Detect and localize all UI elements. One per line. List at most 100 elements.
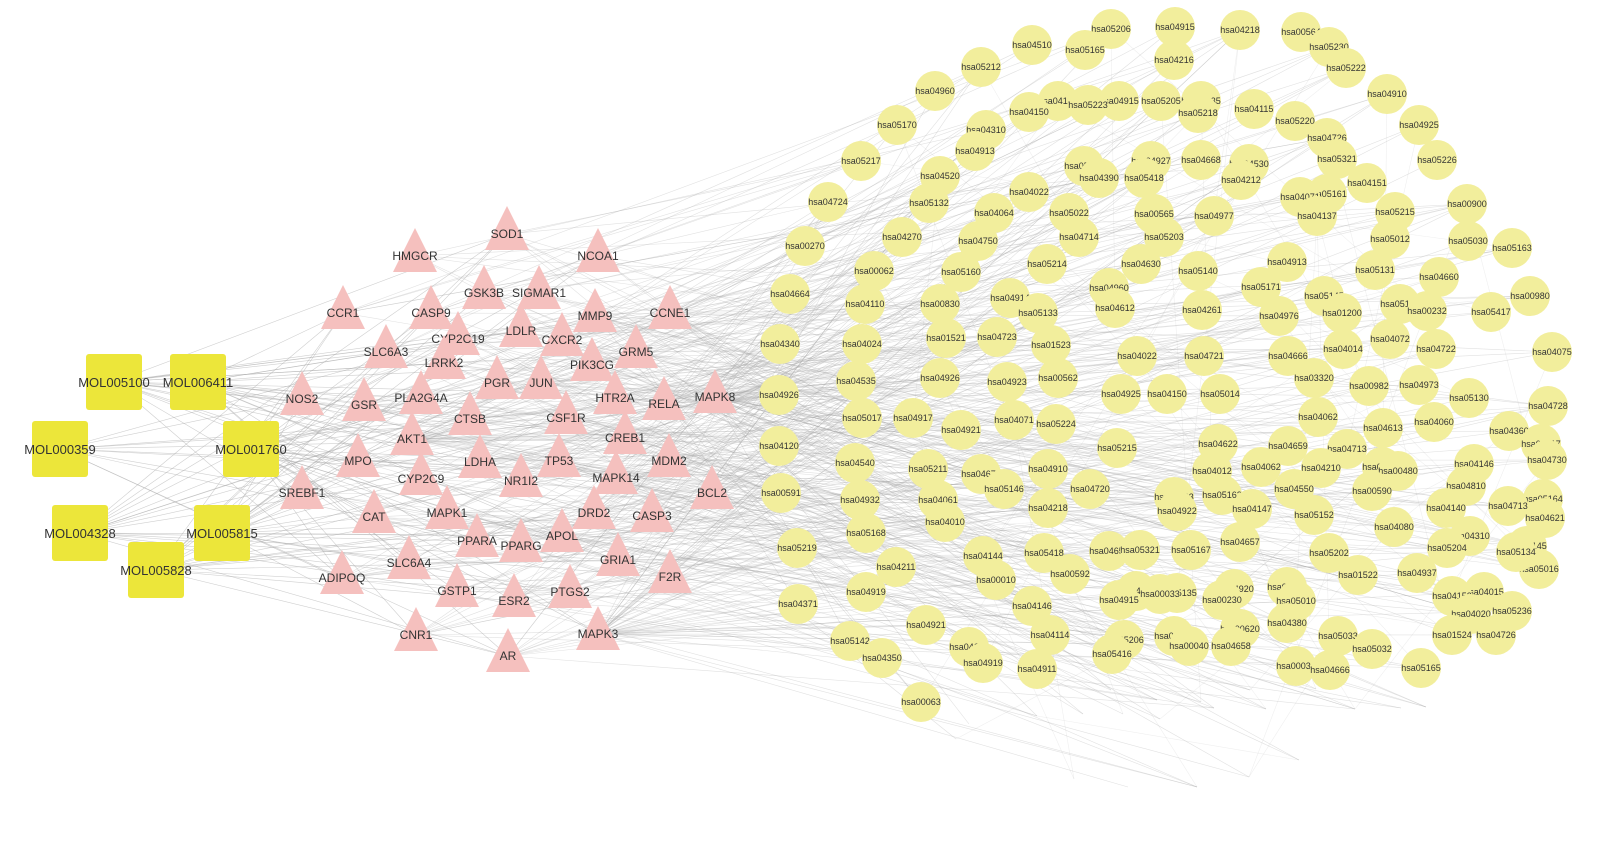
pathway-node[interactable]: hsa05032 [1352, 629, 1392, 669]
target-node[interactable]: GSR [342, 377, 386, 421]
target-node[interactable]: PPARA [455, 513, 499, 557]
pathway-node[interactable]: hsa04060 [1414, 402, 1454, 442]
pathway-node[interactable]: hsa04728 [1528, 386, 1568, 426]
target-node[interactable]: CCR1 [321, 285, 365, 329]
pathway-node[interactable]: hsa04210 [1301, 448, 1341, 488]
target-node[interactable]: PPARG [499, 518, 543, 562]
pathway-node[interactable]: hsa00980 [1510, 276, 1550, 316]
pathway-node[interactable]: hsa04212 [1221, 160, 1261, 200]
target-node[interactable]: JUN [519, 355, 563, 399]
pathway-node[interactable]: hsa05416 [1092, 634, 1132, 674]
pathway-node[interactable]: hsa04612 [1095, 288, 1135, 328]
pathway-node[interactable]: hsa05417 [1471, 292, 1511, 332]
target-node[interactable]: CYP2C9 [398, 451, 445, 495]
pathway-node[interactable]: hsa00830 [920, 284, 960, 324]
target-node[interactable]: MDM2 [647, 433, 691, 477]
pathway-node[interactable]: hsa04390 [1079, 158, 1119, 198]
pathway-node[interactable]: hsa04360 [1489, 411, 1529, 451]
target-node[interactable]: F2R [648, 549, 692, 593]
pathway-node[interactable]: hsa04062 [1298, 397, 1338, 437]
pathway-node[interactable]: hsa04120 [759, 426, 799, 466]
pathway-node[interactable]: hsa04151 [1347, 163, 1387, 203]
pathway-node[interactable]: hsa00900 [1447, 184, 1487, 224]
pathway-node[interactable]: hsa04211 [876, 547, 916, 587]
pathway-node[interactable]: hsa04915 [1155, 7, 1195, 47]
pathway-node[interactable]: hsa04261 [1182, 290, 1222, 330]
pathway-node[interactable]: hsa04218 [1028, 488, 1068, 528]
pathway-node[interactable]: hsa05217 [841, 141, 881, 181]
pathway-node[interactable]: hsa04926 [759, 375, 799, 415]
target-node[interactable]: SOD1 [485, 206, 529, 250]
pathway-node[interactable]: hsa05132 [909, 183, 949, 223]
pathway-node[interactable]: hsa05165 [1401, 648, 1441, 688]
molecule-node[interactable]: MOL005815 [186, 505, 258, 561]
pathway-node[interactable]: hsa00590 [1352, 471, 1392, 511]
target-node[interactable]: CCNE1 [648, 285, 692, 329]
pathway-node[interactable]: hsa05212 [961, 47, 1001, 87]
pathway-node[interactable]: hsa04919 [846, 572, 886, 612]
pathway-node[interactable]: hsa04072 [1370, 319, 1410, 359]
molecule-node[interactable]: MOL004328 [44, 505, 116, 561]
pathway-node[interactable]: hsa04926 [920, 358, 960, 398]
pathway-node[interactable]: hsa04923 [987, 362, 1027, 402]
pathway-node[interactable]: hsa04922 [1157, 491, 1197, 531]
target-node[interactable]: HTR2A [593, 370, 637, 414]
pathway-node[interactable]: hsa05203 [1144, 217, 1184, 257]
target-node[interactable]: SLC6A3 [364, 324, 409, 368]
pathway-node[interactable]: hsa05215 [1097, 428, 1137, 468]
pathway-node[interactable]: hsa05218 [1178, 93, 1218, 133]
pathway-node[interactable]: hsa04024 [842, 324, 882, 364]
pathway-node[interactable]: hsa04915 [1099, 580, 1139, 620]
pathway-node[interactable]: hsa05131 [1355, 250, 1395, 290]
pathway-node[interactable]: hsa04915 [1099, 81, 1139, 121]
pathway-node[interactable]: hsa00033 [1140, 574, 1180, 614]
molecule-node[interactable]: MOL000359 [24, 421, 96, 477]
pathway-node[interactable]: hsa05134 [1496, 532, 1536, 572]
pathway-node[interactable]: hsa04613 [1363, 408, 1403, 448]
pathway-node[interactable]: hsa04911 [1017, 649, 1057, 689]
pathway-node[interactable]: hsa04750 [958, 221, 998, 261]
pathway-node[interactable]: hsa00592 [1050, 554, 1090, 594]
pathway-node[interactable]: hsa01522 [1338, 555, 1378, 595]
pathway-node[interactable]: hsa05163 [1492, 228, 1532, 268]
pathway-node[interactable]: hsa04540 [835, 443, 875, 483]
pathway-node[interactable]: hsa04380 [1267, 603, 1307, 643]
pathway-node[interactable]: hsa04668 [1181, 140, 1221, 180]
pathway-node[interactable]: hsa05030 [1448, 221, 1488, 261]
target-node[interactable]: CREB1 [603, 410, 647, 454]
pathway-node[interactable]: hsa05223 [1068, 85, 1108, 125]
pathway-node[interactable]: hsa04913 [955, 131, 995, 171]
pathway-node[interactable]: hsa04660 [1419, 257, 1459, 297]
pathway-node[interactable]: hsa05321 [1317, 139, 1357, 179]
target-node[interactable]: AR [486, 628, 530, 672]
pathway-node[interactable]: hsa04659 [1268, 426, 1308, 466]
pathway-node[interactable]: hsa05142 [830, 621, 870, 661]
pathway-node[interactable]: hsa05202 [1309, 533, 1349, 573]
target-node[interactable]: GSK3B [462, 265, 506, 309]
pathway-node[interactable]: hsa04910 [1367, 74, 1407, 114]
target-node[interactable]: CXCR2 [540, 312, 584, 356]
target-node[interactable]: GSTP1 [435, 563, 479, 607]
pathway-node[interactable]: hsa05214 [1027, 244, 1067, 284]
pathway-node[interactable]: hsa04960 [915, 71, 955, 111]
pathway-node[interactable]: hsa04137 [1297, 196, 1337, 236]
pathway-node[interactable]: hsa05418 [1124, 158, 1164, 198]
pathway-node[interactable]: hsa04140 [1426, 488, 1466, 528]
target-node[interactable]: MAPK8 [693, 369, 737, 413]
pathway-node[interactable]: hsa04114 [1030, 615, 1070, 655]
pathway-node[interactable]: hsa01523 [1031, 325, 1071, 365]
pathway-node[interactable]: hsa04723 [977, 317, 1017, 357]
pathway-node[interactable]: hsa04666 [1310, 650, 1350, 690]
target-node[interactable]: DRD2 [572, 485, 616, 529]
pathway-node[interactable]: hsa04724 [808, 182, 848, 222]
pathway-node[interactable]: hsa04630 [1121, 244, 1161, 284]
pathway-node[interactable]: hsa04216 [1154, 40, 1194, 80]
pathway-node[interactable]: hsa05205 [1141, 81, 1181, 121]
pathway-node[interactable]: hsa00062 [854, 251, 894, 291]
pathway-node[interactable]: hsa04921 [941, 410, 981, 450]
pathway-node[interactable]: hsa04730 [1527, 440, 1567, 480]
pathway-node[interactable]: hsa04340 [760, 324, 800, 364]
target-node[interactable]: MPO [336, 433, 380, 477]
target-node[interactable]: HMGCR [392, 228, 438, 272]
target-node[interactable]: AKT1 [390, 411, 434, 455]
